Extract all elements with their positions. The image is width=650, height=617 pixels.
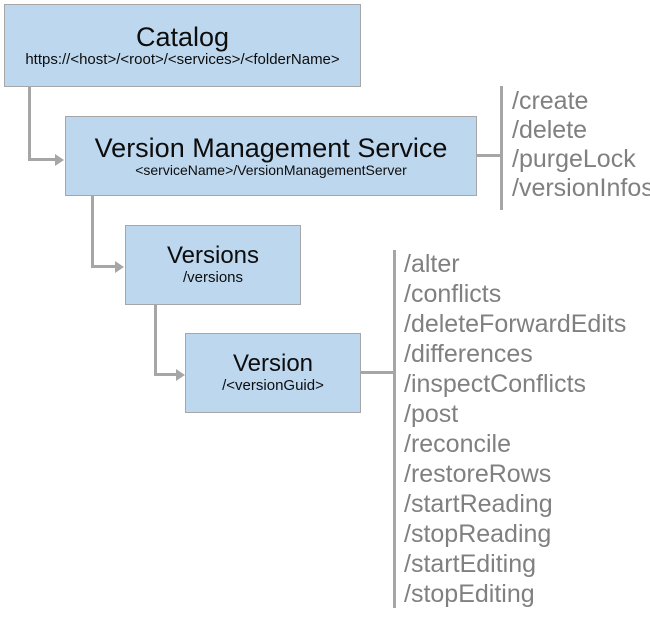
operation-list-version-item[interactable]: /reconcile bbox=[404, 430, 511, 458]
operation-list-version-item[interactable]: /inspectConflicts bbox=[404, 370, 587, 398]
arrowhead-vms-to-versions bbox=[115, 260, 124, 273]
node-versions[interactable]: Versions /versions bbox=[125, 225, 301, 305]
arrowhead-catalog-to-vms bbox=[55, 153, 64, 166]
operation-list-version-item[interactable]: /conflicts bbox=[404, 280, 502, 308]
operation-list-version-item[interactable]: /restoreRows bbox=[404, 460, 552, 488]
operations-spine-vms bbox=[500, 86, 503, 210]
operation-list-version-item[interactable]: /alter bbox=[404, 250, 460, 278]
operation-list-version-management-service: /create/delete/purgeLock/versionInfos bbox=[512, 87, 650, 203]
operation-list-version-item[interactable]: /startReading bbox=[404, 490, 553, 518]
arrowhead-versions-to-version bbox=[176, 368, 185, 381]
operation-list-version-item[interactable]: /differences bbox=[404, 340, 533, 368]
node-versions-title: Versions bbox=[166, 242, 260, 270]
node-version-management-service-subtitle: <serviceName>/VersionManagementServer bbox=[135, 161, 407, 178]
operations-spine-version bbox=[393, 250, 396, 608]
node-version[interactable]: Version /<versionGuid> bbox=[185, 333, 361, 413]
connector-versions-to-version-vertical bbox=[154, 305, 157, 376]
operation-list-version-item[interactable]: /post bbox=[404, 400, 459, 428]
operation-list-version-management-service-item[interactable]: /versionInfos bbox=[512, 174, 650, 202]
operation-list-version-item[interactable]: /startEditing bbox=[404, 550, 537, 578]
node-catalog-title: Catalog bbox=[135, 21, 230, 52]
operation-list-version-management-service-item[interactable]: /delete bbox=[512, 116, 588, 144]
connector-catalog-to-vms-vertical bbox=[28, 87, 31, 161]
connector-version-to-operations bbox=[361, 371, 395, 374]
node-version-management-service-title: Version Management Service bbox=[94, 132, 448, 163]
operation-list-version: /alter/conflicts/deleteForwardEdits/diff… bbox=[404, 249, 626, 609]
node-versions-subtitle: /versions bbox=[182, 269, 244, 287]
operation-list-version-item[interactable]: /stopEditing bbox=[404, 580, 535, 608]
operation-list-version-management-service-item[interactable]: /create bbox=[512, 87, 589, 115]
node-version-title: Version bbox=[232, 350, 314, 378]
connector-catalog-to-vms-horizontal bbox=[28, 158, 56, 161]
operation-list-version-item[interactable]: /deleteForwardEdits bbox=[404, 310, 627, 338]
node-catalog[interactable]: Catalog https://<host>/<root>/<services>… bbox=[4, 4, 361, 87]
node-version-subtitle: /<versionGuid> bbox=[222, 377, 324, 395]
operation-list-version-item[interactable]: /stopReading bbox=[404, 520, 552, 548]
connector-vms-to-versions-vertical bbox=[91, 196, 94, 268]
connector-vms-to-operations bbox=[477, 154, 503, 157]
operation-list-version-management-service-item[interactable]: /purgeLock bbox=[512, 145, 636, 173]
node-catalog-subtitle: https://<host>/<root>/<services>/<folder… bbox=[25, 50, 340, 68]
node-version-management-service[interactable]: Version Management Service <serviceName>… bbox=[65, 116, 477, 196]
connector-versions-to-version-horizontal bbox=[154, 373, 180, 376]
connector-vms-to-versions-horizontal bbox=[91, 265, 119, 268]
